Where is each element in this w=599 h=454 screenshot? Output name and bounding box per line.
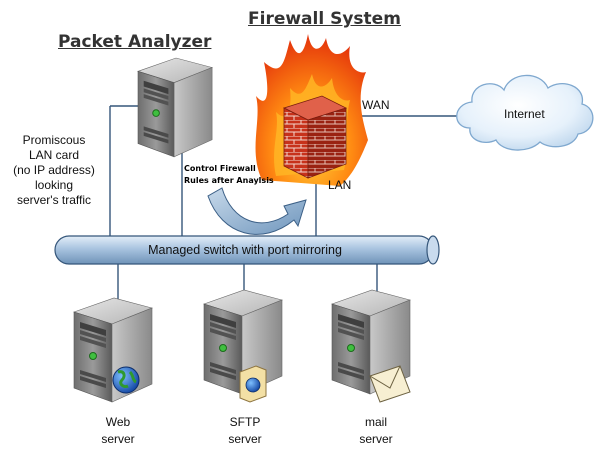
control-rules-arrow-icon bbox=[207, 187, 307, 235]
internet-cloud-icon bbox=[456, 74, 594, 151]
internet-label: Internet bbox=[504, 107, 545, 121]
web-server-caption-line2: server bbox=[101, 432, 135, 446]
web-server-caption: Web server bbox=[73, 414, 163, 448]
packet-analyzer-server-icon bbox=[137, 57, 213, 158]
promiscuous-line: (no IP address) bbox=[13, 163, 95, 177]
promiscuous-card-label: Promiscous LAN card (no IP address) look… bbox=[2, 133, 106, 208]
firewall-brick-wall-icon bbox=[282, 95, 348, 179]
switch-label: Managed switch with port mirroring bbox=[148, 243, 342, 257]
promiscuous-line: Promiscous bbox=[22, 133, 86, 147]
web-server-icon bbox=[73, 297, 153, 403]
packet-analyzer-title: Packet Analyzer bbox=[58, 32, 212, 52]
globe-icon bbox=[112, 366, 140, 394]
sftp-server-caption-line1: SFTP bbox=[229, 415, 261, 429]
promiscuous-line: server's traffic bbox=[16, 193, 92, 207]
control-firewall-line2: Rules after Anaylsis bbox=[184, 176, 274, 185]
sftp-server-caption-line2: server bbox=[228, 432, 262, 446]
mail-server-caption-line2: server bbox=[359, 432, 393, 446]
envelope-icon bbox=[369, 365, 411, 403]
wan-label: WAN bbox=[362, 98, 390, 112]
folder-globe-icon bbox=[239, 365, 267, 403]
web-server-caption-line1: Web bbox=[105, 415, 131, 429]
sftp-server-caption: SFTP server bbox=[200, 414, 290, 448]
lan-label: LAN bbox=[328, 178, 352, 192]
mail-server-caption-line1: mail bbox=[364, 415, 387, 429]
control-firewall-label: Control Firewall Rules after Anaylsis bbox=[184, 163, 274, 187]
promiscuous-line: looking bbox=[34, 178, 74, 192]
promiscuous-line: LAN card bbox=[28, 148, 80, 162]
mail-server-caption: mail server bbox=[331, 414, 421, 448]
managed-switch bbox=[54, 235, 440, 265]
control-firewall-line1: Control Firewall bbox=[184, 164, 256, 173]
firewall-system-title: Firewall System bbox=[248, 9, 401, 29]
